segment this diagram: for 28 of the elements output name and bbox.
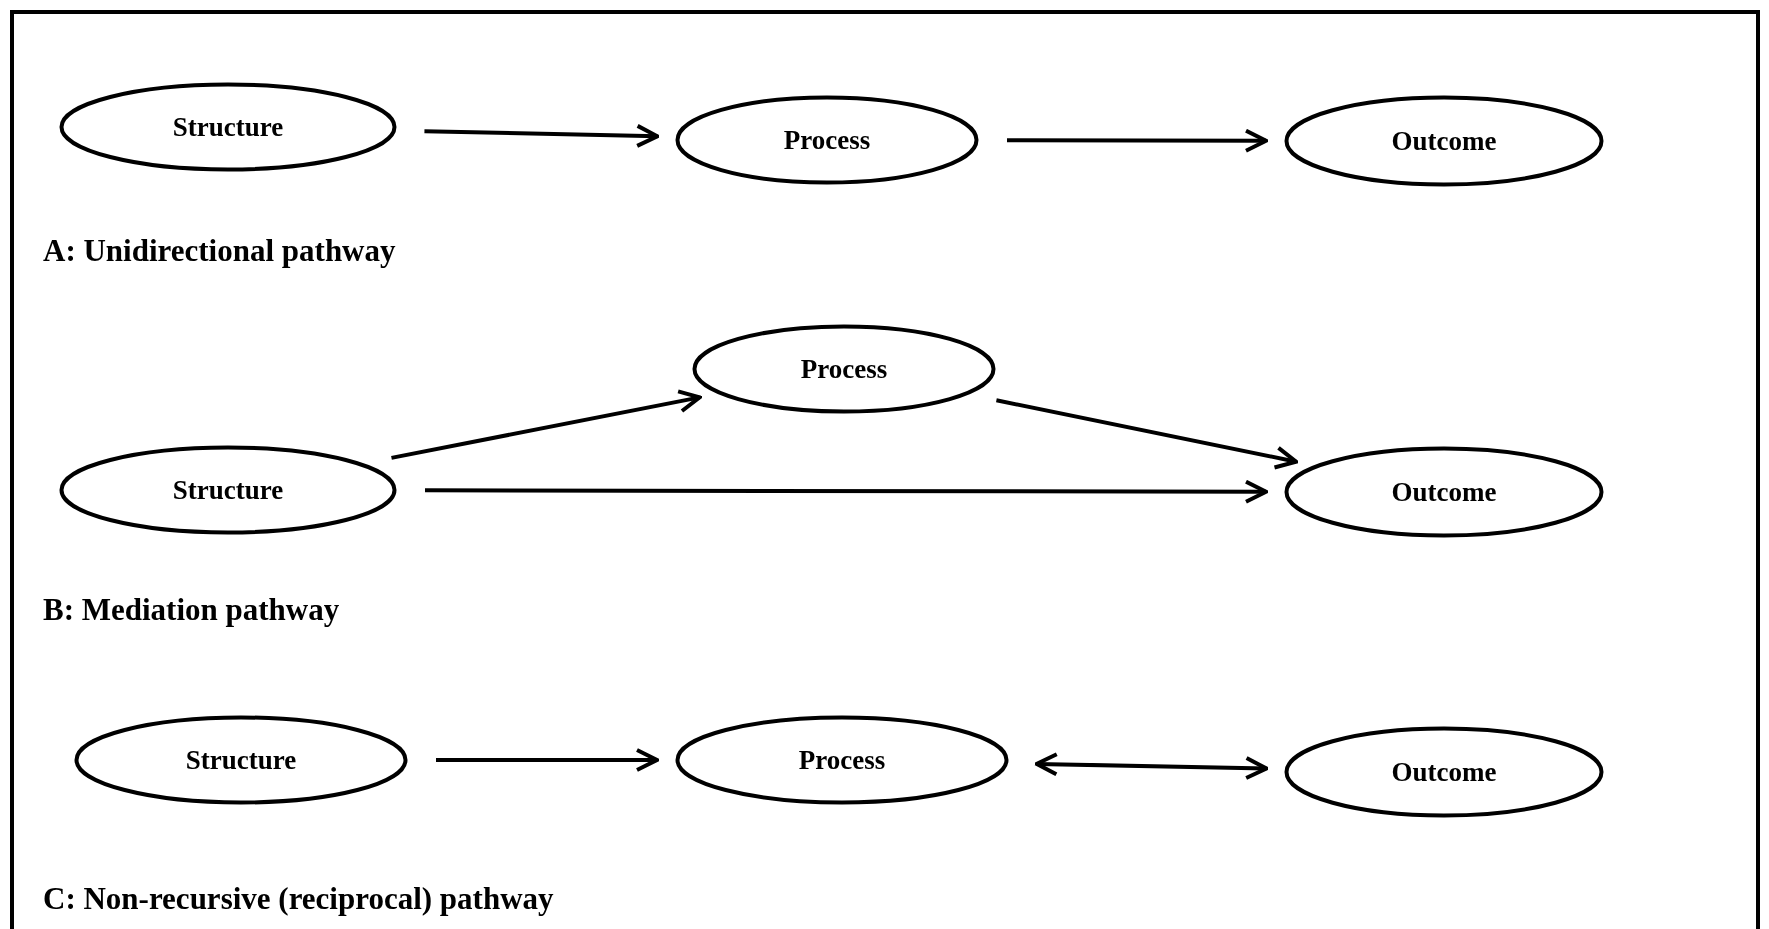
node-label: Process (800, 352, 888, 386)
ellipse-node (1284, 95, 1604, 187)
ellipse-node (59, 445, 397, 535)
node-label: Structure (172, 473, 284, 507)
ellipse-node (74, 715, 408, 805)
ellipse-node (675, 95, 979, 185)
node-label: Outcome (1391, 755, 1497, 789)
node-label: Structure (185, 743, 297, 777)
arrow (436, 748, 659, 772)
arrow (391, 389, 702, 460)
ellipse-node (1284, 446, 1604, 538)
arrow (1034, 752, 1269, 781)
pathway-caption: A: Unidirectional pathway (43, 232, 396, 270)
ellipse-node (1284, 726, 1604, 818)
node-label: Outcome (1391, 124, 1497, 158)
ellipse-node (59, 82, 397, 172)
arrow (996, 398, 1299, 470)
arrow (1007, 128, 1268, 153)
pathway-caption: B: Mediation pathway (43, 591, 340, 629)
pathway-caption: C: Non-recursive (reciprocal) pathway (43, 880, 554, 918)
ellipse-node (675, 715, 1009, 805)
node-label: Process (798, 743, 886, 777)
ellipse-node (692, 324, 996, 414)
arrow (424, 123, 660, 148)
node-label: Outcome (1391, 475, 1497, 509)
arrow (425, 479, 1268, 504)
node-label: Process (783, 123, 871, 157)
node-label: Structure (172, 110, 284, 144)
